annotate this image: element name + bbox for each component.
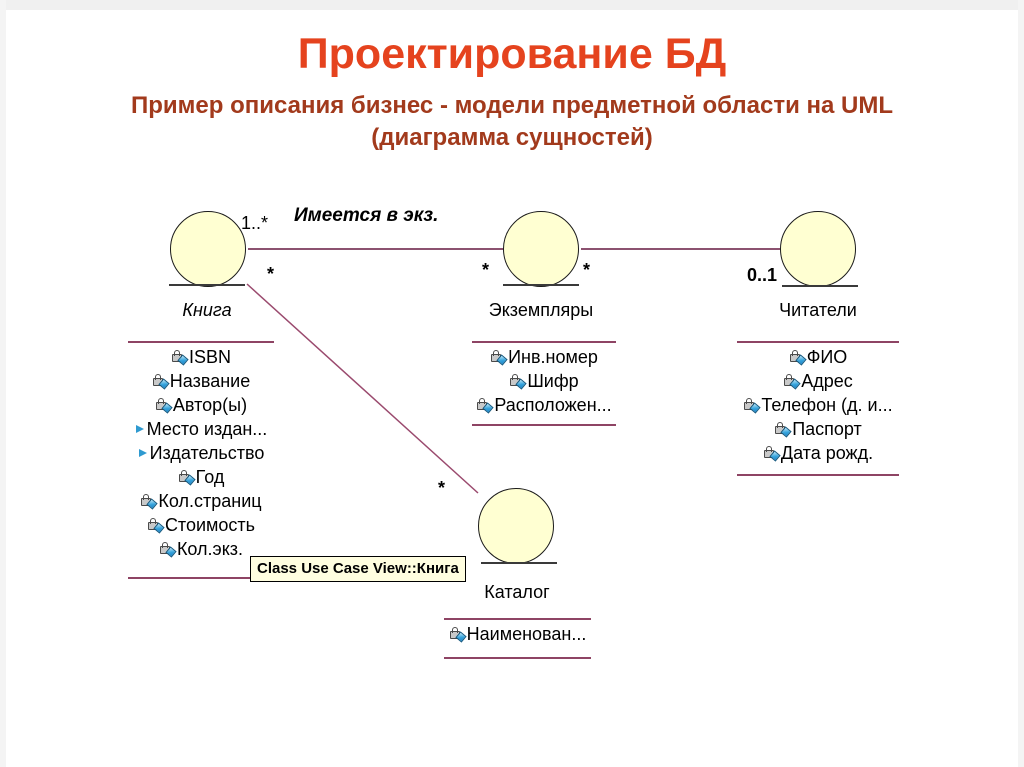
private-attribute-icon — [763, 445, 781, 462]
multiplicity-kniga-lower: * — [267, 264, 275, 284]
attribute-row: Телефон (д. и... — [743, 393, 893, 417]
multiplicity-ekzemplyary-left: * — [482, 260, 490, 280]
association-label: Имеется в экз. — [294, 205, 439, 226]
entity-baseline-chitateli — [782, 285, 858, 287]
private-attribute-icon — [155, 397, 173, 414]
attribute-row: Название — [152, 369, 250, 393]
attribute-row: Адрес — [783, 369, 853, 393]
page-border-top — [0, 0, 1024, 10]
page-border-right — [1018, 0, 1024, 767]
attribute-label: Место издан... — [146, 418, 268, 439]
attribute-label: Паспорт — [792, 418, 862, 439]
private-attribute-icon — [152, 373, 170, 390]
entity-name-chitateli: Читатели — [779, 300, 857, 320]
attribute-label: Стоимость — [164, 514, 256, 535]
private-attribute-icon — [159, 541, 177, 558]
attribute-label: Адрес — [801, 370, 853, 391]
attribute-row: Дата рожд. — [763, 441, 873, 465]
attribute-row: ISBN — [171, 345, 231, 369]
entity-name-kniga: Книга — [182, 300, 232, 320]
private-attribute-icon — [147, 517, 165, 534]
chevron-icon — [138, 445, 149, 461]
attribute-row: Расположен... — [476, 393, 612, 417]
private-attribute-icon — [789, 349, 807, 366]
attribute-label: Кол.экз. — [176, 538, 244, 559]
entity-baseline-ekzemplyary — [503, 284, 579, 286]
entity-baseline-katalog — [481, 562, 557, 564]
attribute-label: ISBN — [188, 346, 231, 367]
class-tooltip: Class Use Case View::Книга — [250, 556, 466, 582]
private-attribute-icon — [743, 397, 762, 414]
attribute-label: Автор(ы) — [172, 394, 248, 415]
attribute-label: Наименован... — [466, 623, 587, 644]
multiplicity-ekzemplyary-right: * — [583, 260, 591, 280]
page-subtitle-line2: (диаграмма сущностей) — [371, 124, 653, 151]
attribute-row: Стоимость — [147, 513, 255, 537]
attribute-label: Расположен... — [494, 394, 612, 415]
attribute-row: Паспорт — [774, 417, 862, 441]
private-attribute-icon — [783, 373, 801, 390]
attribute-label: Дата рожд. — [780, 442, 874, 463]
attribute-label: Инв.номер — [508, 346, 598, 367]
private-attribute-icon — [449, 626, 467, 643]
association-kniga-katalog — [246, 283, 479, 494]
multiplicity-katalog: * — [438, 478, 446, 498]
chevron-icon — [135, 421, 146, 437]
attribute-row: Наименован... — [449, 622, 587, 646]
entity-baseline-kniga — [169, 284, 245, 286]
entity-name-ekzemplyary: Экземпляры — [488, 300, 594, 320]
page-subtitle-line1: Пример описания бизнес - модели предметн… — [130, 92, 893, 119]
attribute-row: Кол.страниц — [140, 489, 262, 513]
multiplicity-kniga-upper: 1..* — [241, 213, 269, 233]
attribute-label: Год — [195, 466, 225, 487]
attribute-row: ФИО — [789, 345, 848, 369]
attribute-label: ФИО — [806, 346, 848, 367]
private-attribute-icon — [774, 421, 792, 438]
attribute-row: Год — [178, 465, 225, 489]
attribute-row: Кол.экз. — [159, 537, 243, 561]
attribute-label: Название — [169, 370, 251, 391]
private-attribute-icon — [476, 397, 494, 414]
attribute-row: Автор(ы) — [155, 393, 247, 417]
private-attribute-icon — [178, 469, 196, 486]
attribute-label: Шифр — [527, 370, 579, 391]
entity-circle-kniga — [170, 211, 246, 287]
attribute-row: Шифр — [509, 369, 579, 393]
entity-circle-chitateli — [780, 211, 856, 287]
multiplicity-chitateli: 0..1 — [747, 265, 778, 285]
entity-name-katalog: Каталог — [484, 582, 550, 602]
attribute-label: Издательство — [149, 442, 265, 463]
entity-circle-katalog — [478, 488, 554, 564]
attribute-label: Кол.страниц — [158, 490, 262, 511]
attribute-row: Место издан... — [135, 417, 268, 441]
private-attribute-icon — [509, 373, 527, 390]
attribute-list-katalog: Наименован... — [444, 618, 591, 659]
attribute-row: Инв.номер — [490, 345, 598, 369]
entity-circle-ekzemplyary — [503, 211, 579, 287]
attribute-row: Издательство — [138, 441, 265, 465]
page-title: Проектирование БД — [297, 30, 727, 78]
private-attribute-icon — [171, 349, 189, 366]
private-attribute-icon — [140, 493, 159, 510]
private-attribute-icon — [490, 349, 508, 366]
page-subtitle: Пример описания бизнес - модели предметн… — [0, 90, 1024, 154]
attribute-label: Телефон (д. и... — [761, 394, 893, 415]
page-border-left — [0, 0, 6, 767]
